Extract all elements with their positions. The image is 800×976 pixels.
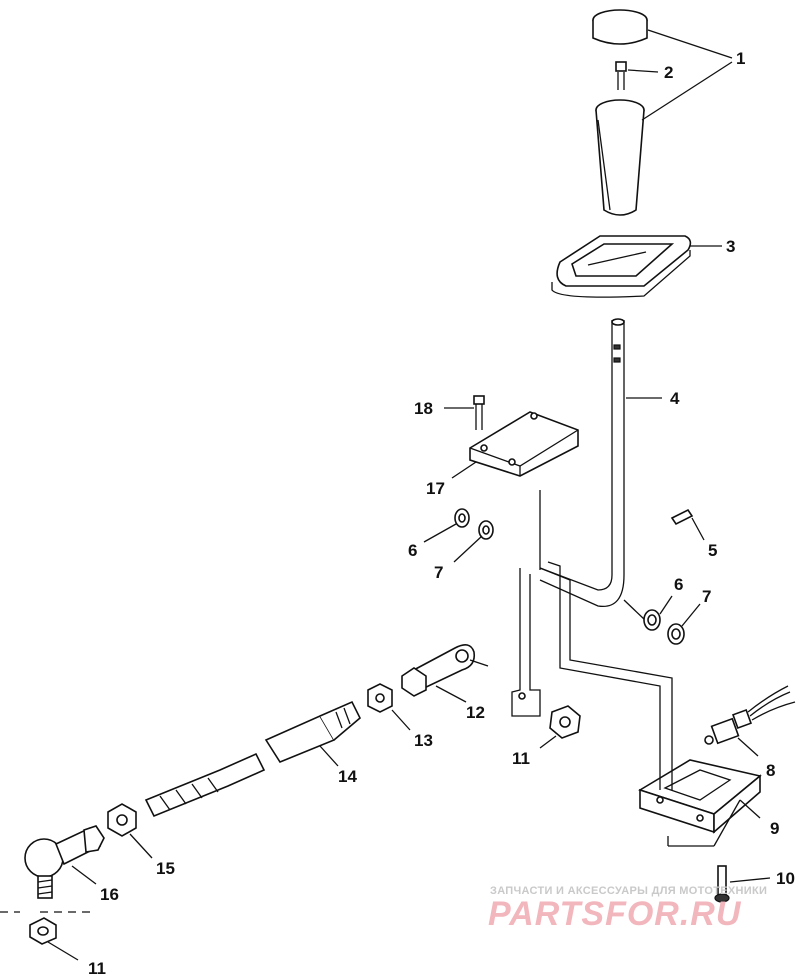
part-13-nut (367, 683, 393, 713)
callout-15: 15 (156, 859, 175, 878)
callout-2: 2 (664, 63, 673, 82)
callout-14: 14 (338, 767, 357, 786)
part-1-shift-knob (592, 9, 648, 216)
part-17-mounting-plate (469, 411, 579, 477)
callout-6-lower: 6 (674, 575, 683, 594)
linkage-arm (511, 490, 673, 790)
callout-17: 17 (426, 479, 445, 498)
callout-6-upper: 6 (408, 541, 417, 560)
callout-11-middle: 11 (512, 749, 530, 768)
callout-7-lower: 7 (702, 587, 711, 606)
part-18-bolt (473, 395, 485, 430)
callout-4: 4 (670, 389, 680, 408)
part-11-nut-middle (549, 705, 581, 739)
part-15-nut (107, 803, 137, 837)
callout-5: 5 (708, 541, 717, 560)
part-10-bolt (714, 865, 730, 903)
part-8-switch (704, 685, 796, 745)
part-4-shift-lever (539, 318, 646, 621)
part-3-shift-gate (551, 235, 692, 298)
callout-10: 10 (776, 869, 795, 888)
callout-3: 3 (726, 237, 735, 256)
part-11-nut-bottom (0, 911, 96, 945)
part-5-pin (670, 508, 694, 526)
callout-9: 9 (770, 819, 779, 838)
leader-lines (47, 29, 771, 961)
callout-16: 16 (100, 885, 119, 904)
part-6-washer-upper (454, 508, 470, 528)
part-2-screw (615, 61, 627, 90)
shift-cable (144, 752, 266, 818)
part-9-gate-bracket (638, 759, 762, 847)
callout-1: 1 (736, 49, 745, 68)
callout-8: 8 (766, 761, 775, 780)
callout-12: 12 (466, 703, 485, 722)
callout-7-upper: 7 (434, 563, 443, 582)
part-6-washer-lower (643, 609, 661, 631)
callout-13: 13 (414, 731, 433, 750)
part-16-ball-joint (24, 825, 105, 899)
part-12-rod-end (401, 644, 489, 697)
part-7-washer-lower (667, 623, 685, 645)
callout-18: 18 (414, 399, 433, 418)
part-7-washer-upper (478, 520, 494, 540)
part-14-cable-sleeve (264, 700, 361, 763)
watermark-logo: PARTSFOR.RU (488, 895, 742, 933)
callout-11-bottom: 11 (88, 959, 106, 976)
watermark-tagline: ЗАПЧАСТИ И АКСЕССУАРЫ ДЛЯ МОТОТЕХНИКИ (490, 885, 767, 897)
